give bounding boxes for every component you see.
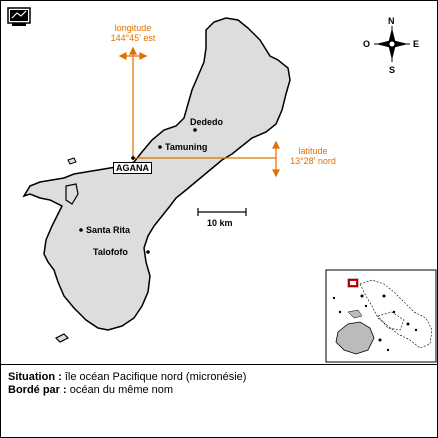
city-label-tamuning: Tamuning (165, 142, 208, 152)
city-dot-tamuning (158, 145, 162, 149)
borde-label: Bordé par : (8, 384, 67, 396)
situation-row: Situation : île océan Pacifique nord (mi… (8, 371, 430, 384)
longitude-label-title: longitude (114, 23, 152, 33)
city-dot-talofofo (146, 250, 150, 254)
info-panel: Situation : île océan Pacifique nord (mi… (0, 364, 438, 438)
islet-cocos (54, 333, 70, 343)
scale-bar (197, 208, 247, 216)
city-label-santa-rita: Santa Rita (86, 225, 131, 235)
situation-value: île océan Pacifique nord (micronésie) (64, 371, 247, 383)
latitude-value: 13°28' nord (290, 156, 336, 166)
latitude-label: latitude 13°28' nord (278, 146, 348, 166)
islet-north (67, 157, 77, 165)
capital-label-agana: AGANA (113, 162, 152, 174)
print-icon[interactable] (7, 7, 31, 26)
compass-west: O (363, 39, 371, 49)
latitude-label-title: latitude (298, 146, 328, 156)
compass-north: N (388, 16, 395, 26)
inset-australia (335, 321, 375, 355)
city-label-talofofo: Talofofo (93, 247, 128, 257)
city-dot-agana (131, 156, 135, 160)
borde-row: Bordé par : océan du même nom (8, 384, 430, 397)
city-dot-santa-rita (79, 228, 83, 232)
city-label-dededo: Dededo (190, 117, 224, 127)
longitude-value: 144°45' est (110, 33, 156, 43)
borde-value: océan du même nom (69, 384, 174, 396)
longitude-label: longitude 144°45' est (100, 23, 166, 43)
guam-island (22, 17, 291, 331)
city-dot-dededo (193, 128, 197, 132)
map-svg (7, 7, 437, 363)
compass-south: S (389, 65, 396, 75)
scale-label: 10 km (207, 218, 233, 228)
map-area: longitude 144°45' est latitude 13°28' no… (7, 7, 437, 363)
compass-east: E (413, 39, 420, 49)
inset-map (325, 269, 437, 363)
latitude-marker (133, 140, 280, 178)
compass-rose-icon (374, 26, 410, 62)
islet-orote (65, 183, 79, 205)
situation-label: Situation : (8, 371, 62, 383)
longitude-marker (118, 46, 148, 160)
